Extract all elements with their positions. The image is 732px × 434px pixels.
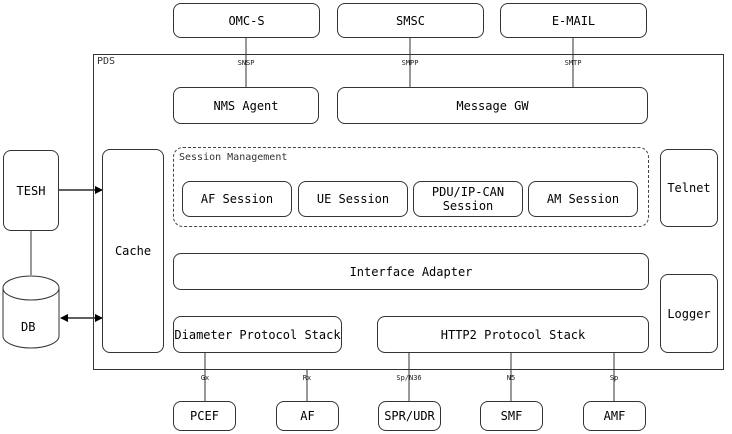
- af-session-label: AF Session: [200, 192, 274, 206]
- am-session-label: AM Session: [546, 192, 620, 206]
- smsc-label: SMSC: [396, 13, 425, 28]
- omc-s-box: OMC-S: [173, 3, 320, 38]
- sp-n36-interface-label: Sp/N36: [396, 374, 422, 382]
- pdu-session-box: PDU/IP-CAN Session: [413, 181, 523, 217]
- amf-label: AMF: [603, 409, 626, 423]
- am-session-box: AM Session: [528, 181, 638, 217]
- session-management-label: Session Management: [179, 152, 288, 163]
- http2-stack-label: HTTP2 Protocol Stack: [440, 327, 586, 342]
- smf-label: SMF: [500, 409, 523, 423]
- cache-label: Cache: [114, 244, 152, 258]
- telnet-label: Telnet: [667, 181, 711, 195]
- cache-box: Cache: [102, 149, 164, 353]
- pcef-label: PCEF: [190, 409, 219, 423]
- af-box: AF: [276, 401, 339, 431]
- nms-agent-label: NMS Agent: [213, 98, 279, 113]
- message-gw-label: Message GW: [456, 98, 529, 113]
- omc-s-label: OMC-S: [228, 13, 265, 28]
- spr-udr-box: SPR/UDR: [378, 401, 441, 431]
- af-label: AF: [300, 409, 315, 423]
- tesh-label: TESH: [16, 183, 46, 198]
- spr-udr-label: SPR/UDR: [384, 409, 435, 423]
- sp-interface-label: Sp: [609, 374, 619, 382]
- diameter-stack-box: Diameter Protocol Stack: [173, 316, 342, 353]
- logger-box: Logger: [660, 274, 718, 353]
- rx-interface-label: Rx: [302, 374, 312, 382]
- db-label: DB: [21, 320, 36, 334]
- n5-interface-label: N5: [506, 374, 516, 382]
- smtp-interface-label: SMTP: [564, 59, 582, 67]
- amf-box: AMF: [583, 401, 646, 431]
- email-box: E-MAIL: [500, 3, 647, 38]
- snsp-interface-label: SNSP: [237, 59, 255, 67]
- ue-session-box: UE Session: [298, 181, 408, 217]
- interface-adapter-label: Interface Adapter: [349, 264, 473, 279]
- telnet-box: Telnet: [660, 149, 718, 227]
- pds-container: [93, 54, 724, 370]
- db-cylinder-top: [2, 275, 60, 301]
- smsc-box: SMSC: [337, 3, 484, 38]
- logger-label: Logger: [667, 306, 711, 321]
- pds-label: PDS: [97, 56, 116, 67]
- smpp-interface-label: SMPP: [401, 59, 419, 67]
- gx-interface-label: Gx: [200, 374, 210, 382]
- message-gw-box: Message GW: [337, 87, 648, 124]
- nms-agent-box: NMS Agent: [173, 87, 319, 124]
- email-label: E-MAIL: [551, 13, 596, 28]
- pdu-session-label: PDU/IP-CAN Session: [431, 185, 505, 213]
- tesh-box: TESH: [3, 150, 59, 231]
- interface-adapter-box: Interface Adapter: [173, 253, 649, 290]
- smf-box: SMF: [480, 401, 543, 431]
- pcef-box: PCEF: [173, 401, 236, 431]
- session-management-group: [173, 147, 649, 227]
- ue-session-label: UE Session: [316, 192, 390, 206]
- db-cylinder-body: [2, 288, 60, 349]
- diameter-stack-label: Diameter Protocol Stack: [174, 327, 341, 342]
- http2-stack-box: HTTP2 Protocol Stack: [377, 316, 649, 353]
- af-session-box: AF Session: [182, 181, 292, 217]
